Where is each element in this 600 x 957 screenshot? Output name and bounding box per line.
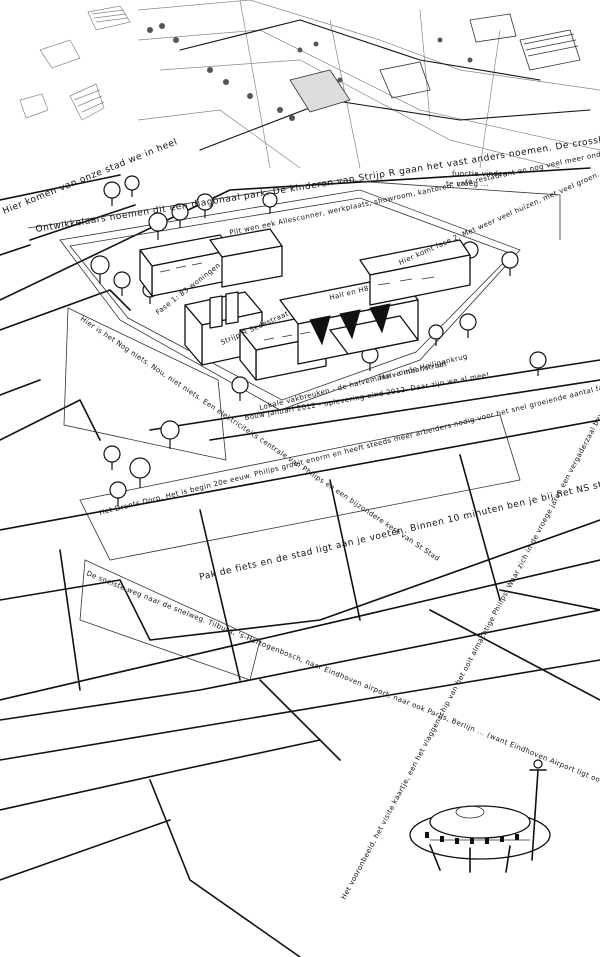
text-frames bbox=[27, 179, 561, 681]
development-site bbox=[59, 189, 521, 411]
evoluon-building bbox=[409, 759, 551, 873]
buildings bbox=[139, 228, 471, 381]
trees bbox=[90, 175, 547, 506]
overview-ann-2: te vroeg ... bbox=[446, 180, 489, 188]
roads bbox=[0, 167, 600, 957]
overview-map: functie vinden te vroeg ... bbox=[0, 0, 600, 188]
